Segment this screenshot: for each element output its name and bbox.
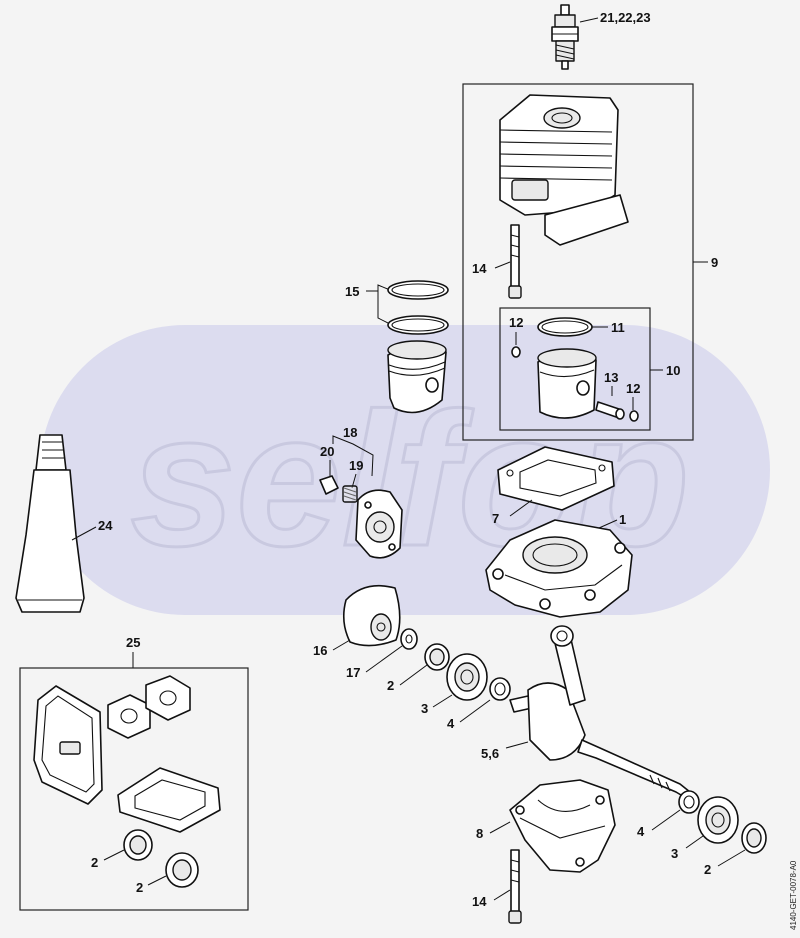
leader-3-mid: [432, 694, 453, 708]
carb-gasket-b: [145, 675, 191, 721]
crankshaft: [509, 625, 691, 799]
crankcase: [485, 519, 633, 618]
carb-gasket-a: [107, 694, 151, 739]
callout-crankcase: 1: [619, 512, 626, 527]
callout-snap-ring-b: 12: [626, 381, 640, 396]
leader-17: [365, 645, 403, 673]
leader-2-left: [399, 664, 428, 686]
leader-14-top: [494, 261, 511, 269]
callout-spark-plug: 21,22,23: [600, 10, 651, 25]
snap-ring-b: [629, 410, 639, 422]
callout-washer-17: 17: [346, 665, 360, 680]
callout-piston-pin: 13: [604, 370, 618, 385]
callout-gasket-set: 25: [126, 635, 140, 650]
lower-crankcase: [509, 779, 616, 873]
bearing-far: [741, 822, 767, 854]
callout-seal-left: 4: [447, 716, 455, 731]
callout-decomp-19: 19: [349, 458, 363, 473]
cylinder: [499, 94, 629, 246]
gasket-set-box: [19, 667, 249, 911]
grease-tube: [15, 434, 85, 613]
callout-seal-right: 4: [637, 824, 645, 839]
leader-kit-2a: [103, 849, 125, 861]
leader-2-far: [717, 849, 746, 867]
kit-bearing-a: [123, 829, 153, 861]
leader-16: [332, 639, 351, 651]
callout-snap-ring-a: 12: [509, 315, 523, 330]
callout-fan: 16: [313, 643, 327, 658]
callout-kit-bearing-a: 2: [91, 855, 98, 870]
leader-4-right: [651, 809, 681, 831]
callout-lower-case: 8: [476, 826, 483, 841]
leader-4-left: [459, 699, 491, 723]
callout-tube: 24: [98, 518, 113, 533]
snap-ring-a: [511, 346, 521, 358]
leader-kit-2b: [147, 875, 167, 886]
callout-piston-kit: 10: [666, 363, 680, 378]
leader-15: [366, 284, 393, 326]
callout-screw-bottom: 14: [472, 894, 487, 909]
bearing-left: [424, 643, 450, 671]
leader-7: [509, 499, 533, 517]
callout-bearing-far: 2: [704, 862, 711, 877]
callout-crankshaft: 5,6: [481, 746, 499, 761]
callout-bearing-left: 2: [387, 678, 394, 693]
piston-kit-box: [499, 307, 651, 431]
bearing-right: [697, 796, 739, 844]
callout-decomp-group: 18: [343, 425, 357, 440]
callout-cylinder-assembly: 9: [711, 255, 718, 270]
leader-14-bottom: [493, 889, 511, 901]
gasket: [497, 446, 615, 511]
bearing-mid: [446, 653, 488, 701]
muffler-gasket: [33, 685, 103, 805]
callout-gasket: 7: [492, 511, 499, 526]
leader-5-6: [505, 741, 529, 749]
leader-1: [598, 519, 618, 529]
decomp-valve: [319, 475, 339, 495]
callout-screw-top: 14: [472, 261, 487, 276]
seal-right: [678, 790, 700, 814]
leader-18: [332, 435, 374, 477]
figure-code: 4140-GET-0078-A0: [789, 860, 798, 930]
piston-kit: [537, 348, 597, 419]
callout-kit-bearing-b: 2: [136, 880, 143, 895]
leader-8: [489, 821, 511, 834]
decomp-spring: [342, 485, 358, 503]
callout-bearing-right: 3: [671, 846, 678, 861]
callout-piston-ring-kit: 11: [611, 320, 625, 335]
leader-24: [71, 526, 97, 541]
callout-decomp-20: 20: [320, 444, 334, 459]
kit-bearing-b: [165, 852, 199, 888]
cylinder-base-gasket: [117, 767, 221, 833]
fan: [342, 584, 401, 647]
callout-rings: 15: [345, 284, 359, 299]
washer-17: [400, 628, 418, 650]
screw-bottom: [508, 849, 522, 924]
callout-bearing-mid: 3: [421, 701, 428, 716]
screw-top: [508, 224, 522, 299]
spark-plug: [551, 4, 579, 70]
leader-3-right: [685, 835, 704, 849]
flywheel-plate: [355, 489, 403, 559]
piston: [387, 340, 447, 414]
leader-spark: [579, 17, 599, 23]
seal-left: [489, 677, 511, 701]
